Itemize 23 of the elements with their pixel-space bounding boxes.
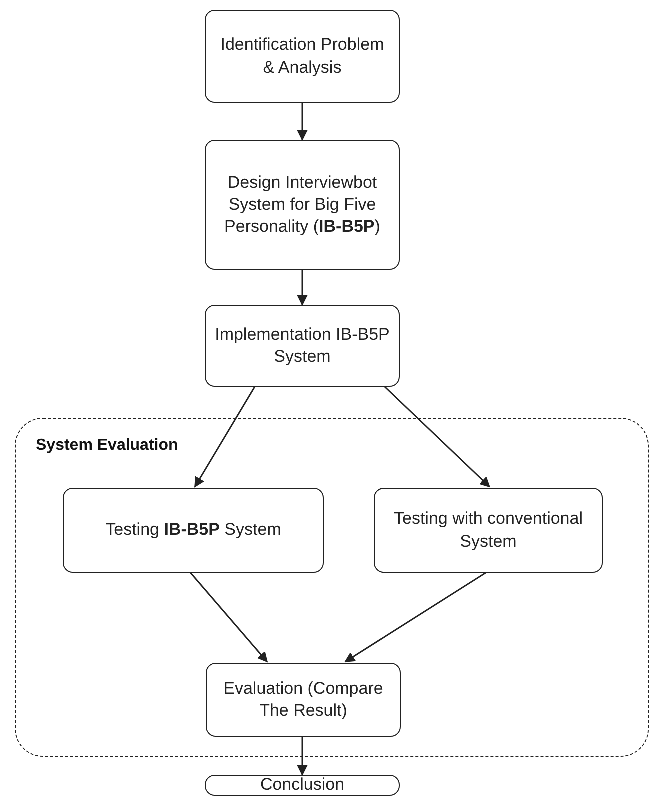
step-text: Design Interviewbot System for Big Five Personality (IB-B5P) [224,172,382,238]
step-text: Testing with conventional System [392,508,584,552]
process-box [205,140,400,270]
arrow [297,736,308,776]
step-text: Implementation IB-B5P System [214,324,391,368]
step-text: Evaluation (Compare The Result) [222,678,384,722]
process-box [205,10,400,103]
arrow [297,103,308,142]
arrow [344,571,488,663]
process-box [205,775,400,796]
group-title: System Evaluation [36,437,178,455]
step-text: Conclusion [260,774,345,796]
arrow [297,270,308,306]
arrow [384,386,491,488]
process-box [206,663,401,737]
arrow [194,386,256,488]
process-box [63,488,324,573]
step-text: Testing IB-B5P System [106,519,282,542]
process-box [374,488,603,573]
step-text: Identification Problem & Analysis [220,34,386,78]
group-boundary [15,418,649,757]
arrow [189,572,268,663]
process-box [205,305,400,387]
